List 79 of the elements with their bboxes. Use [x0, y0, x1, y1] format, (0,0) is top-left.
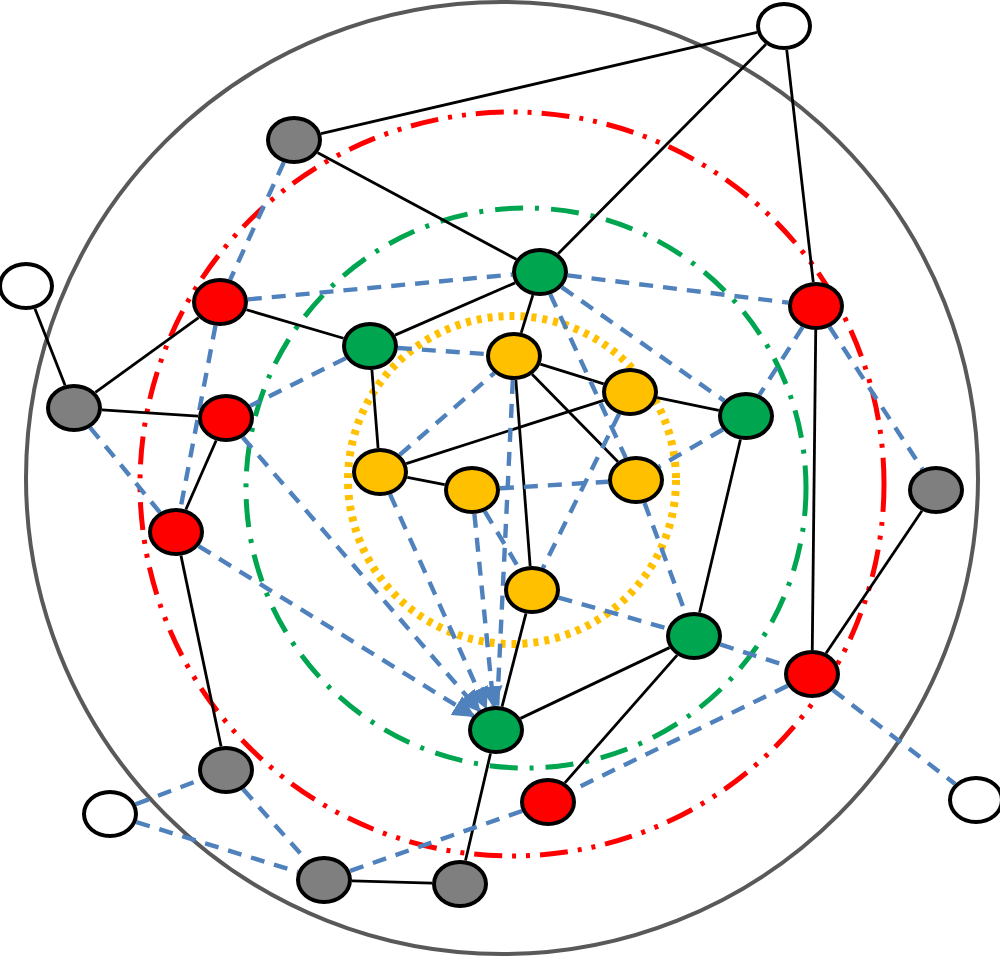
network-node — [784, 650, 840, 698]
link-line — [246, 308, 344, 340]
dashed-link — [178, 325, 218, 509]
dashed-link — [757, 325, 805, 397]
network-node — [148, 508, 204, 556]
link-line — [317, 151, 517, 261]
link-line — [563, 654, 679, 784]
link-line — [407, 475, 445, 487]
link-line — [179, 555, 223, 747]
network-node — [0, 262, 54, 310]
link-line — [370, 369, 380, 449]
link-line — [519, 294, 535, 334]
dashed-link — [482, 510, 522, 570]
network-node — [504, 566, 560, 614]
link-line — [698, 439, 742, 613]
dashed-link — [88, 426, 162, 514]
link-line — [351, 879, 433, 885]
dashed-link — [197, 544, 476, 718]
link-line — [539, 362, 605, 386]
network-node — [512, 248, 568, 296]
dashed-link — [135, 820, 299, 874]
dashed-link — [827, 325, 925, 471]
link-line — [464, 753, 492, 861]
link-line — [94, 316, 200, 394]
dashed-link — [247, 272, 513, 302]
dashed-link — [398, 371, 496, 457]
network-node — [432, 860, 488, 908]
link-line — [810, 330, 818, 650]
network-node — [486, 332, 542, 380]
dashed-link — [249, 356, 347, 408]
network-node — [266, 116, 322, 164]
dashed-link — [494, 379, 516, 707]
dashed-link — [831, 688, 957, 786]
network-node — [198, 746, 254, 794]
network-node — [82, 790, 138, 838]
link-line — [531, 373, 619, 463]
network-node — [756, 2, 812, 50]
dashed-link — [560, 285, 726, 403]
network-node — [296, 856, 352, 904]
network-node — [788, 282, 844, 330]
link-line — [394, 281, 516, 337]
link-line — [519, 646, 671, 720]
dashed-link — [658, 427, 724, 469]
network-node — [948, 776, 1000, 824]
dashed-link — [228, 161, 286, 281]
link-line — [33, 308, 67, 386]
network-node — [520, 778, 576, 826]
link-line — [824, 510, 924, 654]
dashed-link — [397, 345, 487, 357]
network-node — [666, 612, 722, 660]
network-node — [46, 384, 102, 432]
dashed-link — [567, 273, 789, 305]
dashed-link — [241, 435, 481, 713]
network-node — [342, 322, 398, 370]
network-node — [352, 448, 408, 496]
link-line — [557, 43, 767, 255]
network-node — [468, 706, 524, 754]
dashed-link — [558, 595, 668, 631]
link-line — [785, 49, 815, 283]
dashed-link — [388, 493, 488, 710]
link-line — [656, 396, 720, 412]
network-node — [192, 278, 248, 326]
link-line — [320, 30, 758, 136]
link-line — [184, 439, 218, 511]
network-node — [198, 394, 254, 442]
link-line — [500, 613, 528, 707]
dashed-link — [499, 479, 609, 491]
dashed-link — [540, 413, 622, 569]
network-node — [444, 466, 500, 514]
network-node — [908, 466, 964, 514]
network-node — [718, 392, 774, 440]
link-line — [101, 408, 199, 418]
link-line — [405, 399, 605, 465]
dashed-link — [548, 293, 628, 459]
network-node — [608, 456, 664, 504]
link-line — [514, 379, 532, 567]
dashed-link — [349, 808, 523, 874]
network-node — [602, 368, 658, 416]
dashed-link — [472, 513, 503, 709]
